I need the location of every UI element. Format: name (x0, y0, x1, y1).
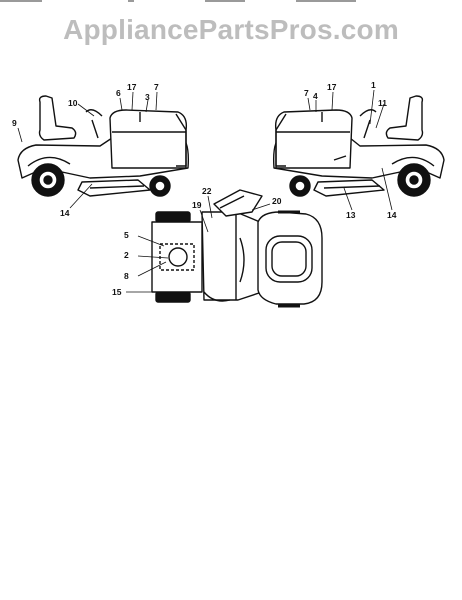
callout-top-8: 8 (124, 271, 129, 281)
callout-top-2: 2 (124, 250, 129, 260)
callout-left-6: 6 (116, 88, 121, 98)
callout-right-13: 13 (346, 210, 356, 220)
leader-lines (17, 89, 393, 293)
callout-left-17: 17 (127, 82, 137, 92)
callout-left-10: 10 (68, 98, 78, 108)
callout-right-14: 14 (387, 210, 397, 220)
callout-top-22: 22 (202, 186, 212, 196)
callout-left-3: 3 (145, 92, 150, 102)
callout-top-5: 5 (124, 230, 129, 240)
callout-left-7: 7 (154, 82, 159, 92)
callout-top-20: 20 (272, 196, 282, 206)
header-scan-line (0, 0, 462, 4)
callout-top-15: 15 (112, 287, 122, 297)
callout-left-14: 14 (60, 208, 70, 218)
tractor-right-view (272, 95, 445, 197)
callout-right-7: 7 (304, 88, 309, 98)
callout-right-1: 1 (371, 80, 376, 90)
callout-right-11: 11 (378, 98, 387, 108)
callout-left-9: 9 (12, 118, 17, 128)
callout-right-17: 17 (327, 82, 337, 92)
callout-top-19: 19 (192, 200, 202, 210)
watermark-logo: AppliancePartsPros.com (63, 14, 399, 45)
tractor-left-view (17, 95, 190, 197)
callout-right-4: 4 (313, 91, 318, 101)
tractor-top-view (151, 189, 323, 308)
